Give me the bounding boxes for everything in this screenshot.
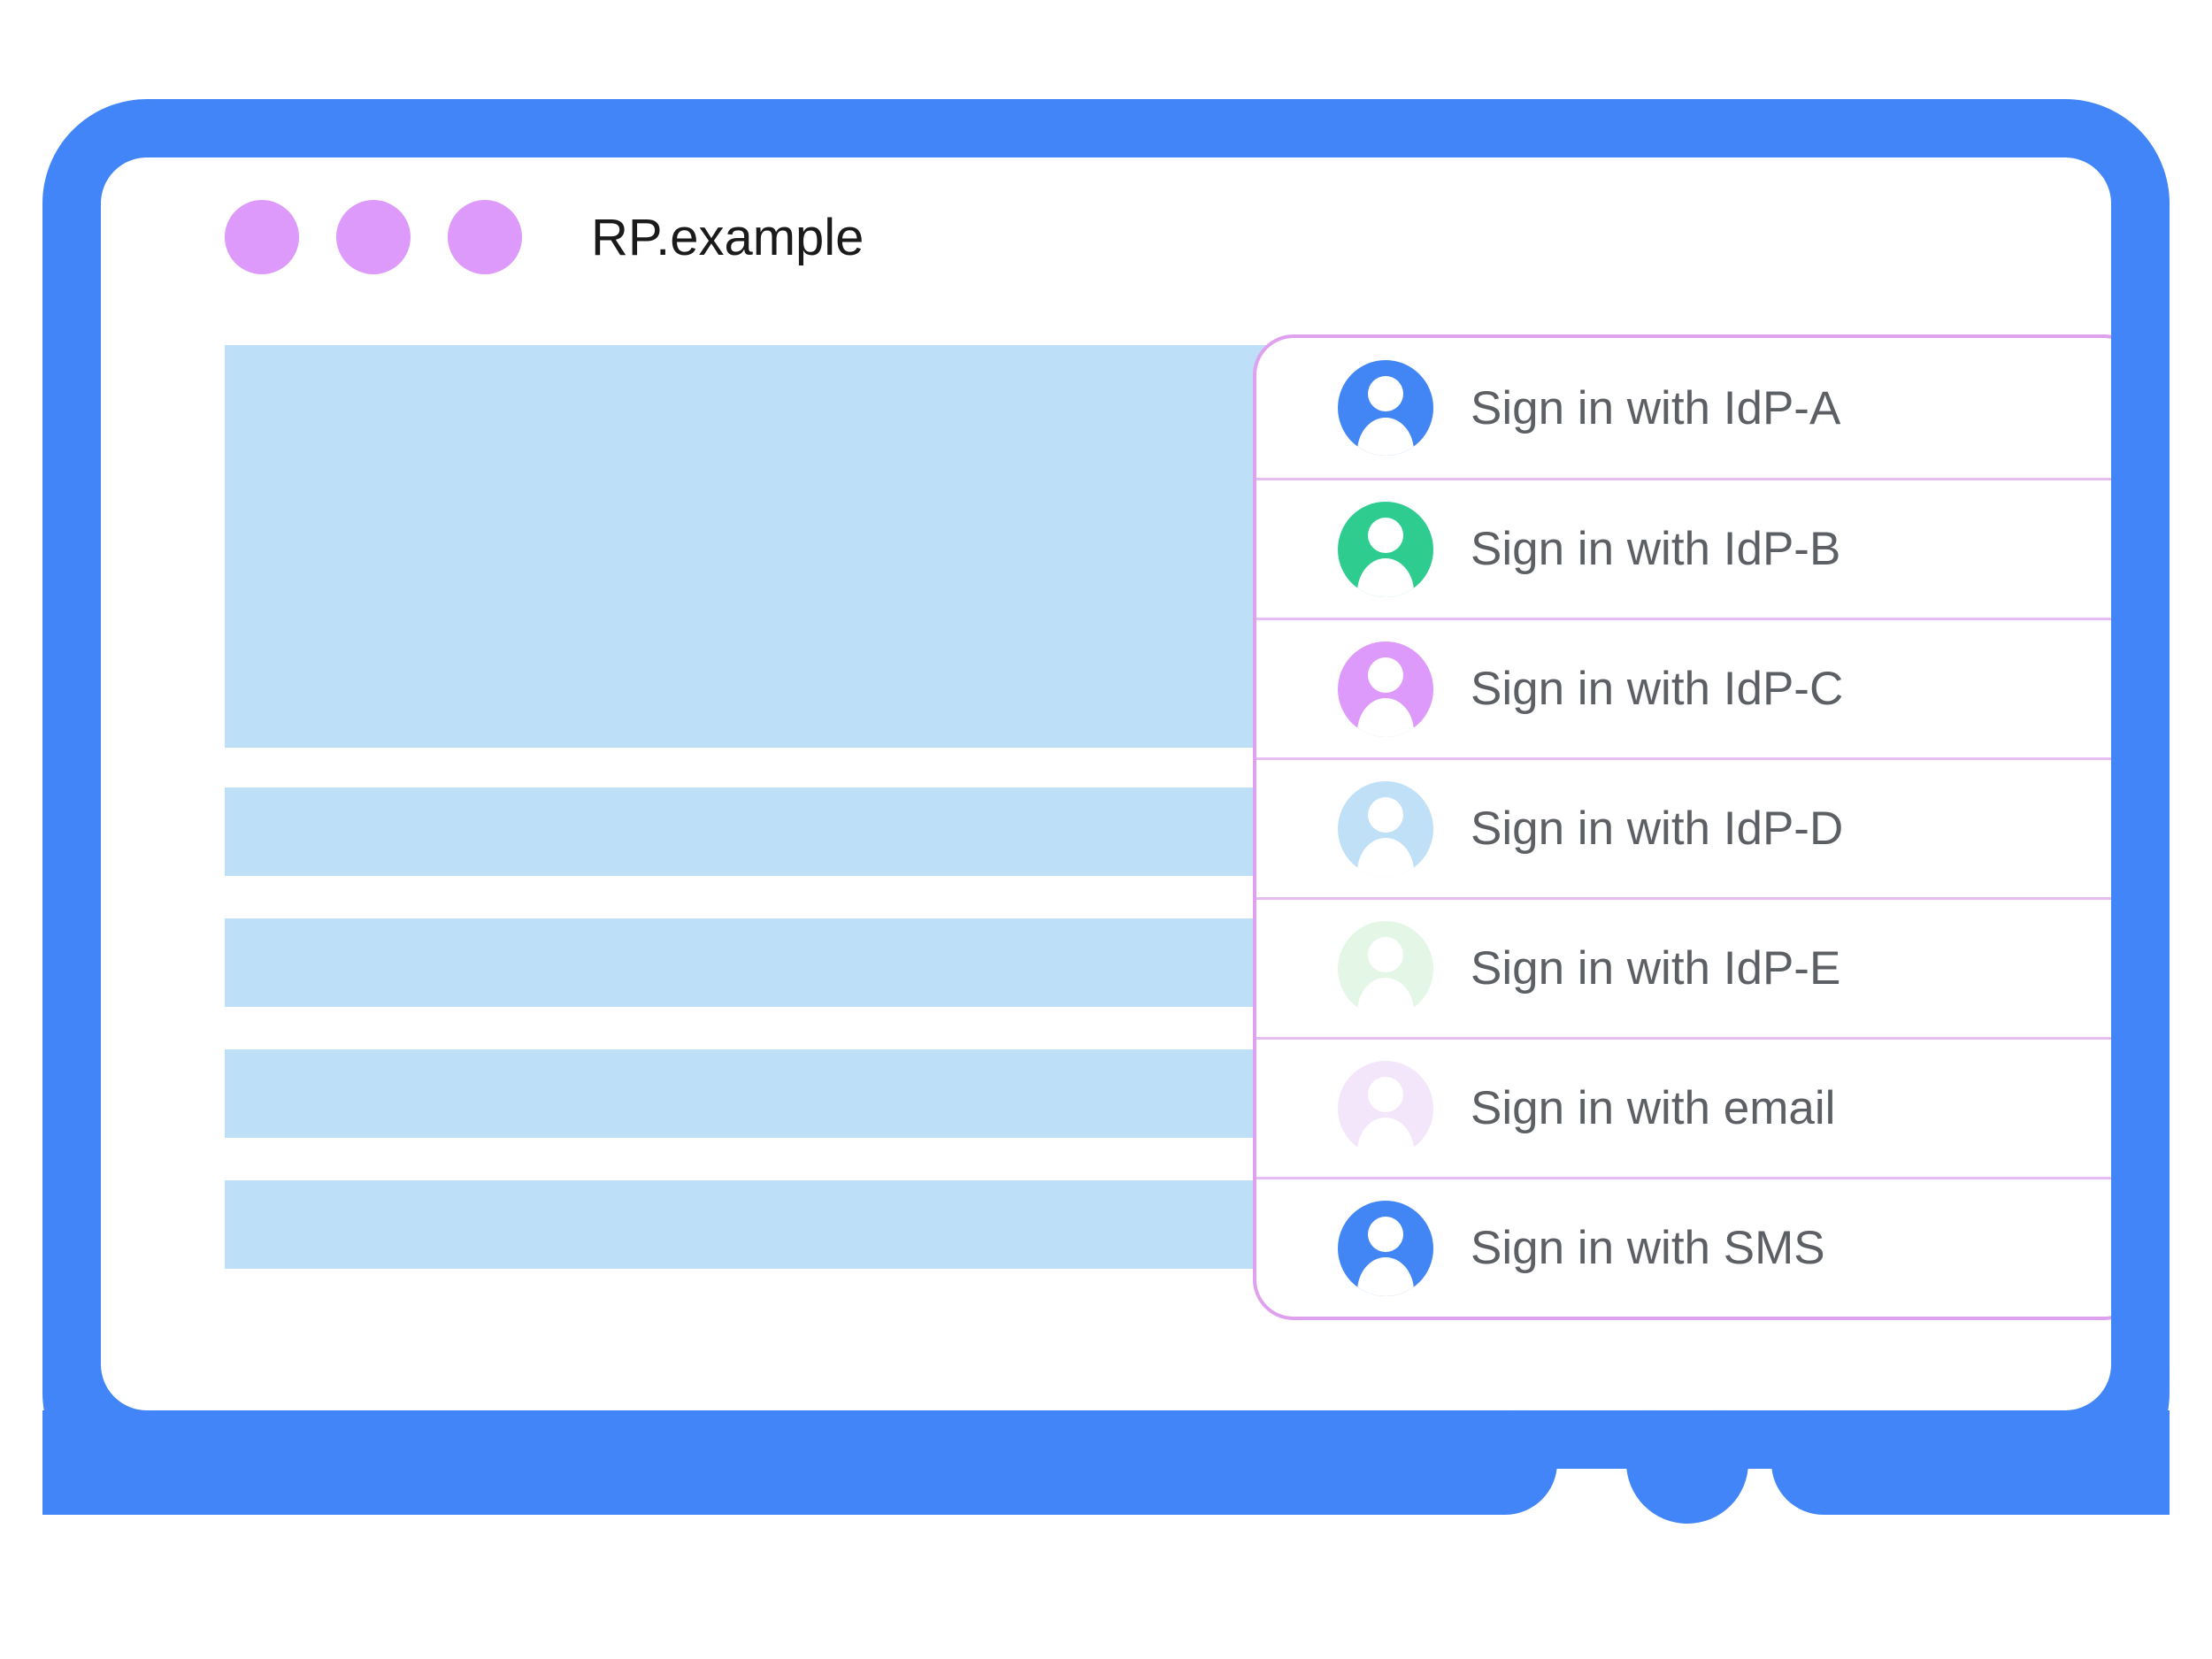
home-button[interactable] — [1626, 1402, 1748, 1524]
avatar-body — [1357, 417, 1414, 456]
account-row-label: Sign in with IdP-B — [1471, 523, 1841, 575]
window-dot-3[interactable] — [448, 200, 522, 274]
person-avatar-icon — [1338, 1200, 1433, 1296]
person-avatar-icon — [1338, 1060, 1433, 1156]
avatar-head — [1368, 657, 1403, 693]
text-line-placeholder-3 — [225, 1049, 1273, 1138]
avatar-body — [1357, 1257, 1414, 1296]
account-row-5[interactable]: Sign in with IdP-E — [1256, 897, 2111, 1037]
avatar-body — [1357, 978, 1414, 1017]
account-row-6[interactable]: Sign in with email — [1256, 1037, 2111, 1177]
person-avatar-icon — [1338, 360, 1433, 456]
account-row-2[interactable]: Sign in with IdP-B — [1256, 478, 2111, 618]
account-row-7[interactable]: Sign in with SMS — [1256, 1177, 2111, 1317]
avatar-head — [1368, 796, 1403, 833]
avatar-body — [1357, 558, 1414, 597]
account-row-4[interactable]: Sign in with IdP-D — [1256, 757, 2111, 897]
person-avatar-icon — [1338, 780, 1433, 877]
avatar-body — [1357, 838, 1414, 877]
account-row-label: Sign in with IdP-C — [1471, 663, 1844, 715]
person-avatar-icon — [1338, 501, 1433, 597]
account-chooser-card: Sign in with IdP-A Sign in with IdP-B Sign… — [1253, 334, 2111, 1320]
account-row-label: Sign in with SMS — [1471, 1222, 1825, 1274]
account-row-label: Sign in with IdP-D — [1471, 803, 1844, 855]
window-controls — [225, 200, 522, 274]
text-line-placeholder-2 — [225, 918, 1273, 1007]
avatar-body — [1357, 698, 1414, 737]
window-dot-1[interactable] — [225, 200, 299, 274]
page-content-placeholders — [225, 345, 1273, 1311]
account-row-label: Sign in with IdP-E — [1471, 942, 1841, 995]
window-dot-2[interactable] — [336, 200, 411, 274]
avatar-head — [1368, 1076, 1403, 1112]
avatar-head — [1368, 376, 1403, 412]
browser-header: RP.example — [101, 157, 2111, 317]
text-line-placeholder-4 — [225, 1180, 1273, 1269]
avatar-head — [1368, 517, 1403, 553]
account-row-label: Sign in with email — [1471, 1082, 1836, 1134]
person-avatar-icon — [1338, 641, 1433, 737]
bezel-bottom-bar-left — [42, 1410, 1557, 1515]
account-row-1[interactable]: Sign in with IdP-A — [1256, 338, 2111, 478]
bezel-bottom-bar-right — [1771, 1410, 2170, 1515]
avatar-head — [1368, 936, 1403, 972]
avatar-body — [1357, 1118, 1414, 1156]
account-row-3[interactable]: Sign in with IdP-C — [1256, 618, 2111, 757]
person-avatar-icon — [1338, 920, 1433, 1017]
avatar-head — [1368, 1216, 1403, 1252]
site-title: RP.example — [591, 208, 864, 266]
account-row-label: Sign in with IdP-A — [1471, 381, 1841, 434]
text-line-placeholder-1 — [225, 787, 1273, 876]
hero-placeholder — [225, 345, 1273, 748]
